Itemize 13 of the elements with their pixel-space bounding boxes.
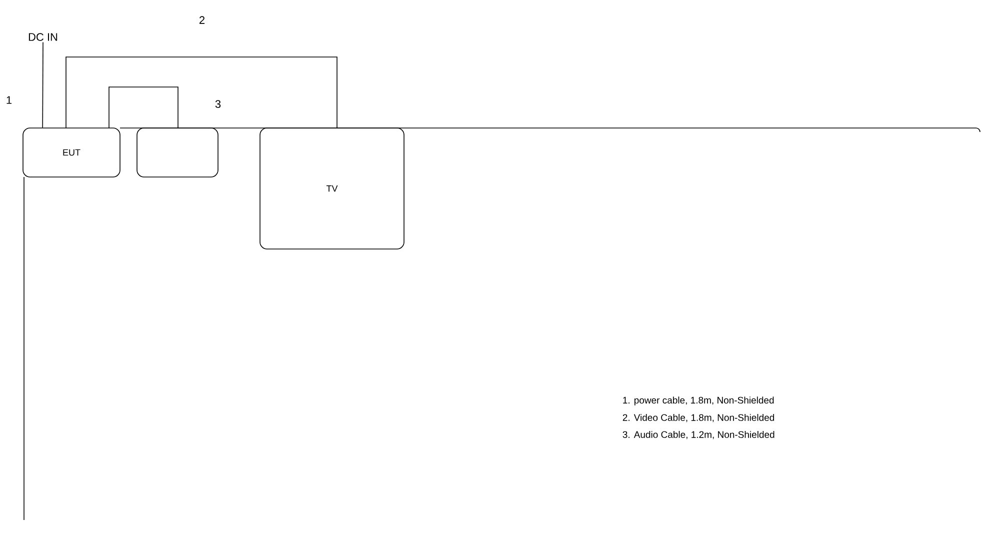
device-box: EUT bbox=[22, 128, 120, 178]
power-label: DC IN bbox=[28, 33, 58, 41]
cable-line bbox=[66, 56, 338, 128]
legend-note: 1. power cable, 1.8m, Non-Shielded bbox=[623, 396, 774, 406]
cable-line bbox=[108, 86, 178, 128]
device-box bbox=[136, 128, 218, 178]
cable-line bbox=[42, 42, 44, 128]
cable-number: 1 bbox=[6, 96, 12, 104]
device-box: TV bbox=[260, 128, 404, 250]
cable-number: 3 bbox=[215, 100, 221, 108]
legend-note: 3. Audio Cable, 1.2m, Non-Shielded bbox=[622, 430, 774, 440]
legend-note: 2. Video Cable, 1.8m, Non-Shielded bbox=[622, 414, 774, 422]
cable-number: 2 bbox=[200, 16, 204, 24]
